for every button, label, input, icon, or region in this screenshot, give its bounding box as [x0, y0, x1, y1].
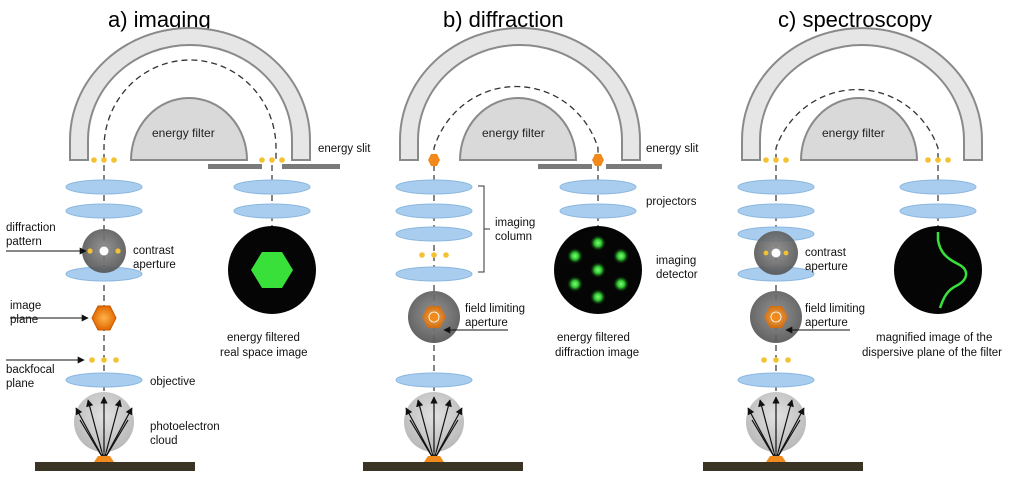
label-contrast-aperture-c-1: contrast: [805, 247, 847, 259]
label-output-c-1: magnified image of the: [876, 332, 992, 344]
field-aperture-c: [750, 291, 802, 343]
panel-c: c) spectroscopy energy filter: [703, 7, 1002, 471]
contrast-aperture-a: [82, 229, 126, 273]
sample-a: [35, 462, 195, 471]
energy-filter-label-c: energy filter: [822, 126, 885, 140]
label-projectors: projectors: [646, 196, 697, 208]
lens-column-a: [65, 179, 311, 282]
energy-slit-label-a: energy slit: [318, 143, 371, 155]
contrast-aperture-c: [754, 231, 798, 275]
panel-a: a) imaging energy filter energy slit: [6, 7, 371, 471]
label-cloud-1: photoelectron: [150, 421, 220, 433]
annotation-a: diffraction pattern contrast aperture im…: [6, 222, 308, 447]
objective-lens-c: [737, 372, 815, 388]
panel-b: b) diffraction energy filter energy slit: [363, 7, 699, 471]
hexagon-b-top-right: [592, 154, 604, 166]
sample-spot-a: [94, 456, 114, 462]
label-backfocal-1: backfocal: [6, 364, 55, 376]
label-diffraction-pattern-1: diffraction: [6, 222, 56, 234]
sample-c: [703, 462, 863, 471]
focus-dots-b: [419, 252, 449, 258]
label-contrast-aperture-1: contrast: [133, 245, 175, 257]
energy-filter-a: energy filter: [69, 27, 311, 161]
label-output-a-2: real space image: [220, 347, 308, 359]
sample-spot-b: [424, 456, 444, 462]
label-imaging-column-1: imaging: [495, 217, 535, 229]
label-output-c-2: dispersive plane of the filter: [862, 347, 1002, 359]
label-output-b-2: diffraction image: [555, 347, 639, 359]
label-image-plane-1: image: [10, 300, 41, 312]
imaging-column-bracket: [478, 185, 490, 273]
label-field-limiting-c-1: field limiting: [805, 303, 865, 315]
focus-dots-c-back: [761, 357, 791, 363]
annotation-c: contrast aperture field limiting apertur…: [785, 247, 1002, 359]
hexagon-b-top-left: [428, 154, 440, 166]
annotation-b: projectors imaging column imaging detect…: [443, 196, 698, 359]
energy-slit-b: energy slit: [538, 143, 699, 169]
label-contrast-aperture-c-2: aperture: [805, 261, 848, 273]
label-diffraction-pattern-2: pattern: [6, 236, 42, 248]
field-aperture-b: [408, 291, 460, 343]
sample-spot-c: [766, 456, 786, 462]
objective-lens-a: [65, 372, 143, 388]
label-field-limiting-b-1: field limiting: [465, 303, 525, 315]
label-field-limiting-b-2: aperture: [465, 317, 508, 329]
photoelectron-cloud-c: [746, 392, 806, 461]
diffraction-image-b: [554, 226, 642, 314]
label-image-plane-2: plane: [10, 314, 38, 326]
energy-filter-b: energy filter: [399, 27, 641, 161]
label-imaging-detector-2: detector: [656, 269, 698, 281]
photoelectron-cloud-b: [404, 392, 464, 461]
spectrum-image-c: [894, 226, 982, 314]
image-plane-hexagon-a: [91, 305, 117, 331]
label-contrast-aperture-2: aperture: [133, 259, 176, 271]
objective-lens-b: [395, 372, 473, 388]
label-output-a-1: energy filtered: [227, 332, 300, 344]
sample-b: [363, 462, 523, 471]
energy-filter-label-b: energy filter: [482, 126, 545, 140]
label-cloud-2: cloud: [150, 435, 178, 447]
lens-column-c: [737, 179, 977, 282]
focus-dots-a-back: [89, 357, 119, 363]
label-objective: objective: [150, 376, 195, 388]
label-output-b-1: energy filtered: [557, 332, 630, 344]
focus-dots-a-top: [91, 157, 285, 163]
energy-slit-a: energy slit: [208, 143, 371, 169]
lens-column-b: [395, 179, 637, 282]
label-backfocal-2: plane: [6, 378, 34, 390]
focus-dots-c-top: [763, 157, 951, 163]
energy-slit-label-b: energy slit: [646, 143, 699, 155]
label-field-limiting-c-2: aperture: [805, 317, 848, 329]
energy-filter-label-a: energy filter: [152, 126, 215, 140]
real-space-image-a: [228, 226, 316, 314]
panel-title-b: b) diffraction: [443, 7, 564, 32]
photoelectron-cloud-a: [74, 392, 134, 461]
label-imaging-detector-1: imaging: [656, 255, 696, 267]
energy-filter-c: energy filter: [741, 27, 983, 161]
label-imaging-column-2: column: [495, 231, 532, 243]
